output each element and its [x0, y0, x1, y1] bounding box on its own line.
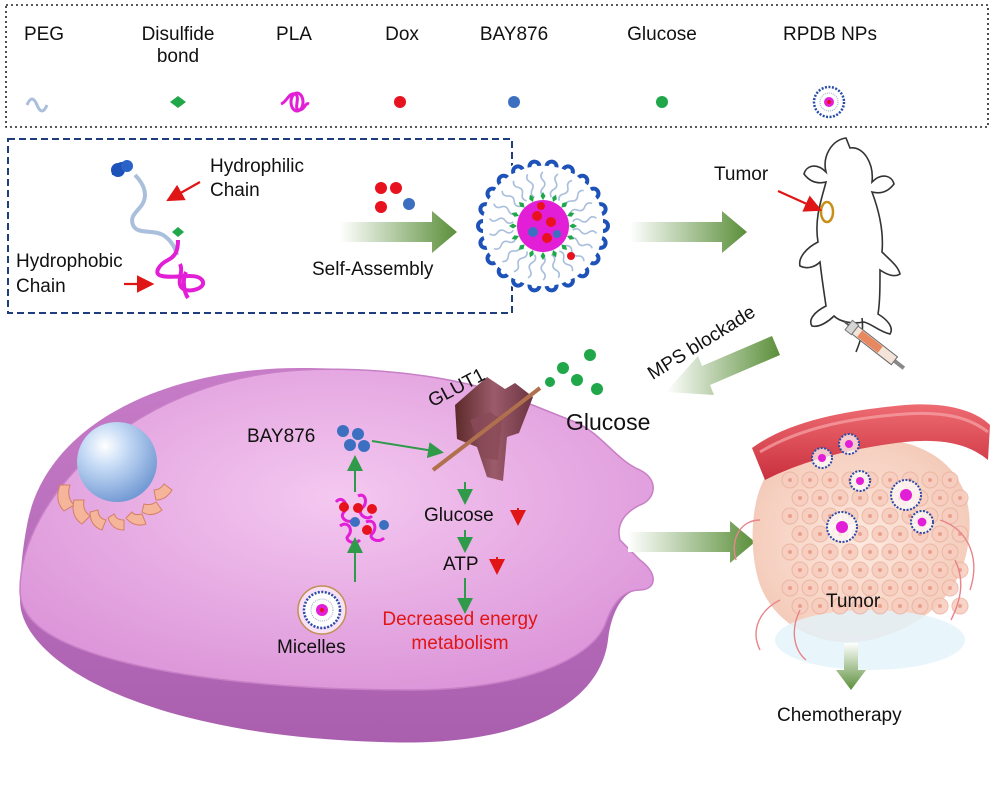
rpdb-micelle: [475, 158, 611, 294]
glucose-outside-label: Glucose: [566, 409, 651, 435]
assembly-panel: [7, 138, 513, 314]
bay876-molecule: [344, 439, 356, 451]
cell-to-tumor-arrow: [628, 521, 755, 563]
bay876-cell-label: BAY876: [247, 426, 316, 447]
glucose-dot-icon: [656, 96, 668, 108]
hydrophilic-label-line1: Hydrophilic: [210, 156, 304, 177]
glucose-molecule: [591, 383, 603, 395]
tumor-nanoparticle: [826, 511, 858, 543]
legend-label-rpdb: RPDB NPs: [783, 24, 877, 45]
injection-arrow: [630, 211, 747, 253]
legend-label-bay876: BAY876: [479, 24, 549, 45]
bay876-dot-icon: [508, 96, 520, 108]
decreased-metabolism-line1: Decreased energy: [382, 609, 538, 630]
tumor-nanoparticle: [838, 433, 860, 455]
glucose-molecule: [545, 377, 555, 387]
hydrophobic-label-line2: Chain: [16, 276, 66, 297]
legend-box: [5, 4, 989, 128]
mouse-silhouette: [798, 137, 901, 353]
tumor-tissue: [733, 404, 990, 670]
decreased-metabolism-line2: metabolism: [411, 633, 509, 654]
tumor-nanoparticle: [890, 479, 922, 511]
tumor-nanoparticle: [849, 470, 871, 492]
cell-micelle: [297, 585, 347, 635]
legend-label-peg: PEG: [23, 24, 65, 45]
bay876-to-glut1-arrow: [371, 440, 444, 458]
bay876-molecule: [337, 425, 349, 437]
tumor-nanoparticle: [910, 510, 934, 534]
legend-label-pla: PLA: [276, 24, 312, 45]
micelles-label: Micelles: [277, 637, 346, 658]
glucose-molecule: [584, 349, 596, 361]
polymer-chain-illustration: [111, 160, 206, 300]
chemotherapy-label: Chemotherapy: [777, 705, 902, 726]
pla-coil-icon: [280, 91, 310, 113]
organelle-stack: [57, 483, 173, 531]
legend-label-glucose: Glucose: [627, 24, 697, 45]
tumor-nanoparticle: [811, 447, 833, 469]
tumor-pointer-arrow: [777, 189, 823, 212]
dox-molecule: [375, 182, 387, 194]
glut1-transporter: [431, 377, 542, 481]
legend-label-disulfide: Disulfide bond: [141, 24, 215, 67]
hydrophilic-label-line2: Chain: [210, 180, 260, 201]
hydrophilic-pointer-arrow: [166, 181, 201, 202]
tumor-site-ring: [819, 200, 835, 224]
self-assembly-label: Self-Assembly: [312, 259, 434, 280]
disulfide-diamond-icon: [170, 96, 186, 108]
bay876-molecule: [352, 428, 364, 440]
dox-molecule: [390, 182, 402, 194]
mps-blockade-arrow: [666, 336, 780, 395]
legend-label-dox: Dox: [385, 24, 419, 45]
released-drug-cluster: [334, 493, 389, 544]
atp-decrease-label: ATP: [443, 554, 479, 575]
dox-molecule: [375, 201, 387, 213]
dox-dot-icon: [394, 96, 406, 108]
nucleus: [77, 422, 157, 502]
nanoparticle-icon: [812, 85, 846, 119]
hydrophobic-label-line1: Hydrophobic: [16, 251, 123, 272]
tumor-tissue-label: Tumor: [826, 591, 881, 612]
bay876-molecule: [403, 198, 415, 210]
bay876-molecule: [358, 440, 370, 452]
glucose-molecule: [557, 362, 569, 374]
self-assembly-arrow: [340, 211, 457, 253]
tumor-nanoparticles: [811, 433, 934, 543]
glucose-decrease-label: Glucose: [424, 505, 494, 526]
peg-wave-icon: [25, 97, 49, 113]
glucose-molecule: [571, 374, 583, 386]
mouse-tumor-label: Tumor: [714, 164, 769, 185]
syringe-icon: [843, 319, 906, 370]
chemotherapy-arrow: [836, 643, 866, 690]
